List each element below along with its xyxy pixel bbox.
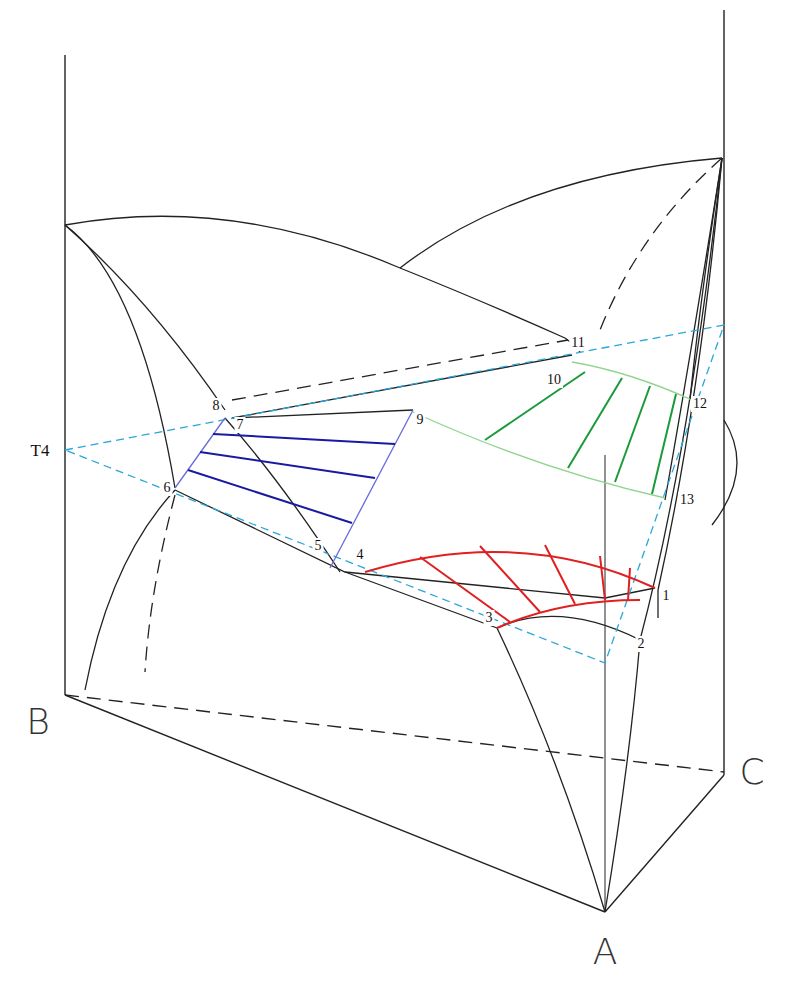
- prism-frame: [65, 10, 724, 912]
- vertical-edge: [723, 10, 724, 775]
- valley-curve: [225, 418, 340, 572]
- point-number: 1: [661, 588, 672, 604]
- point-number: 5: [313, 538, 324, 554]
- solid-line: [175, 490, 655, 598]
- liquidus-curve: [65, 225, 225, 410]
- phase-boundary: [572, 362, 692, 400]
- liquidus-curve: [640, 158, 722, 640]
- point-number: 4: [355, 547, 366, 563]
- tie-line: [545, 545, 575, 604]
- liquidus-curve: [65, 216, 400, 268]
- vertical-edge: [605, 455, 606, 912]
- solid-line: [345, 572, 497, 628]
- isothermal-plane: [65, 325, 724, 663]
- tie-line: [600, 556, 605, 600]
- tie-line: [485, 372, 585, 440]
- point-number: 2: [636, 636, 647, 652]
- phase-boundary: [413, 412, 665, 498]
- point-number: 8: [211, 398, 222, 414]
- base-edge: [65, 695, 605, 912]
- hidden-line: [232, 340, 568, 400]
- tie-line: [188, 470, 352, 523]
- liquidus-curve: [497, 628, 605, 912]
- liquidus-curve: [712, 420, 737, 525]
- component-label: A: [591, 933, 620, 971]
- tie-line: [628, 568, 630, 600]
- green-tie-lines: [413, 362, 692, 498]
- phase-boundary: [330, 410, 413, 568]
- liquidus-curve: [665, 158, 722, 500]
- temperature-label: T4: [29, 441, 52, 460]
- component-label: C: [737, 753, 766, 791]
- liquidus-curve: [85, 490, 175, 690]
- vertical-edge: [64, 55, 65, 695]
- tie-line: [615, 386, 650, 482]
- point-number: 13: [678, 492, 696, 508]
- liquidus-curve: [65, 225, 175, 488]
- tie-line: [652, 394, 676, 494]
- solid-line: [657, 590, 658, 618]
- tie-boundary: [232, 410, 413, 418]
- tie-line: [200, 452, 375, 478]
- tie-line: [568, 378, 622, 468]
- point-number: 10: [545, 372, 563, 388]
- point-number: 12: [691, 396, 709, 412]
- hidden-curve: [145, 495, 175, 672]
- tie-line: [420, 557, 510, 622]
- tie-line: [480, 546, 540, 612]
- phase-boundary: [365, 552, 655, 588]
- point-number: 6: [162, 480, 173, 496]
- tie-line: [213, 434, 395, 444]
- liquidus-curve: [605, 640, 640, 912]
- liquidus-surfaces: [65, 158, 737, 912]
- point-number: 3: [484, 610, 495, 626]
- point-number: 11: [569, 335, 586, 351]
- isothermal-outline: [65, 325, 724, 663]
- red-tie-lines: [365, 545, 655, 628]
- component-label: B: [24, 703, 52, 741]
- blue-tie-lines: [175, 410, 413, 568]
- phase-boundary: [497, 600, 640, 628]
- valley-curve: [400, 268, 565, 338]
- base-edge-hidden: [65, 695, 724, 772]
- point-number: 9: [415, 412, 426, 428]
- point-number: 7: [235, 417, 246, 433]
- liquidus-curve: [400, 158, 722, 268]
